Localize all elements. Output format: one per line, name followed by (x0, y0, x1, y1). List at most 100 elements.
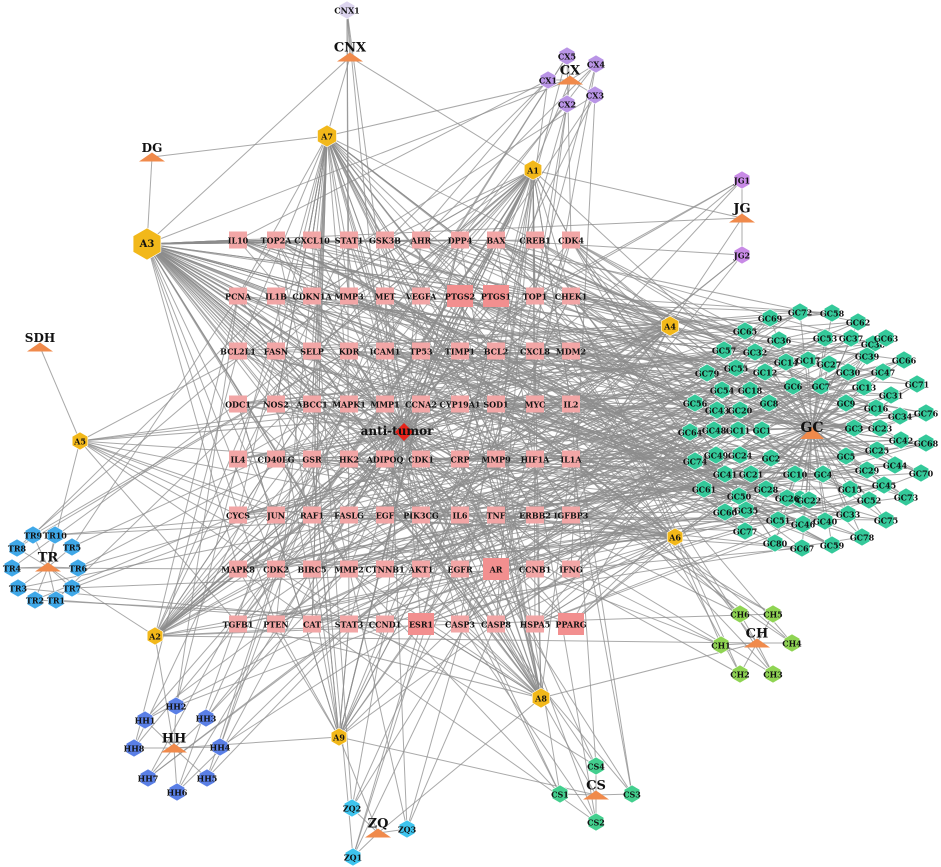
target-label: ICAM1 (370, 347, 401, 357)
herb-label: DG (142, 141, 163, 155)
ingredient-label: CS1 (551, 790, 569, 800)
edge (570, 458, 633, 795)
target-label: PTGS2 (445, 292, 475, 302)
edge (237, 431, 405, 516)
target-node-ctnnb1: CTNNB1 (365, 560, 405, 578)
ingredient-label: CS4 (587, 762, 605, 772)
ingredient-hexagon (9, 578, 27, 598)
ingredient-label: CH5 (763, 610, 783, 620)
target-label: VEGFA (405, 292, 437, 302)
edge (348, 179, 743, 405)
target-square (483, 558, 509, 580)
ingredient-hexagon (167, 696, 185, 716)
ingredient-label: GC11 (726, 426, 750, 436)
edge (275, 431, 405, 516)
target-node-ptgs2: PTGS2 (445, 285, 475, 307)
target-square (562, 450, 580, 468)
edge (16, 295, 313, 549)
ingredient-hexagon (712, 635, 730, 655)
target-square (303, 342, 321, 360)
edge (275, 403, 405, 433)
ingredient-hexagon (837, 446, 855, 466)
ingredient-node-hh6: HH6 (167, 782, 188, 802)
ingredient-hexagon (757, 479, 775, 499)
ingredient-hexagon (764, 604, 782, 624)
target-square (340, 615, 358, 633)
ingredient-label: GC41 (713, 470, 737, 480)
ingredient-hexagon (558, 46, 576, 66)
ingredient-label: GC9 (837, 399, 856, 409)
edge (71, 239, 277, 548)
edge (403, 431, 497, 460)
ingredient-node-a4: A4 (660, 315, 680, 337)
target-node-abcc1: ABCC1 (295, 395, 328, 413)
edge (146, 243, 239, 297)
target-square (447, 285, 473, 307)
target-square (229, 395, 247, 413)
ingredient-node-zq3: ZQ3 (398, 819, 417, 839)
target-label: ODC1 (225, 400, 251, 410)
edge (532, 169, 572, 297)
ingredient-node-gc78: GC78 (850, 527, 875, 547)
edge (420, 349, 725, 405)
ingredient-node-gc76: GC76 (914, 403, 939, 423)
edge (566, 55, 572, 241)
edge (311, 488, 767, 570)
target-node-hspa5: HSPA5 (520, 615, 550, 633)
edge (403, 295, 572, 433)
ingredient-label: CH4 (782, 639, 802, 649)
ingredient-hexagon (47, 590, 65, 610)
target-square (376, 342, 394, 360)
ingredient-label: GC66 (892, 356, 917, 366)
edge (403, 431, 497, 516)
edge (146, 243, 313, 297)
target-node-ccna2: CCNA2 (405, 395, 437, 413)
edge (420, 403, 774, 615)
ingredient-hexagon (125, 738, 143, 758)
ingredient-label: GC57 (712, 346, 736, 356)
target-square (376, 231, 394, 249)
edge (275, 239, 408, 830)
ingredient-label: GC72 (788, 308, 812, 318)
ingredient-node-zq2: ZQ2 (343, 798, 361, 818)
edge (311, 403, 405, 433)
target-square (229, 450, 247, 468)
edge (540, 458, 572, 699)
ingredient-node-hh4: HH4 (210, 737, 231, 757)
ingredient-hexagon (716, 502, 734, 522)
edge (384, 389, 723, 460)
ingredient-hexagon (707, 445, 725, 465)
edge (403, 431, 536, 460)
edge (146, 243, 277, 516)
ingredient-node-gc21: GC21 (739, 464, 763, 484)
ingredient-node-gc74: GC74 (683, 451, 708, 471)
ingredient-label: CS3 (623, 790, 641, 800)
ingredient-node-gc65: GC65 (733, 321, 757, 341)
ingredient-node-hh8: HH8 (124, 738, 145, 758)
ingredient-hexagon (741, 380, 759, 400)
herb-triangle (161, 743, 187, 753)
edge (237, 389, 723, 570)
edge (384, 431, 405, 570)
target-square (451, 560, 469, 578)
target-label: AKT1 (408, 565, 434, 575)
target-square (340, 231, 358, 249)
target-label: TP53 (409, 347, 433, 357)
edge (175, 458, 239, 707)
ingredient-label: GC58 (820, 309, 845, 319)
ingredient-hexagon (666, 527, 684, 547)
target-label: GSR (302, 455, 322, 465)
ingredient-label: A7 (320, 132, 333, 142)
edge (326, 135, 422, 460)
ingredient-label: GC40 (813, 517, 838, 527)
ingredient-label: GC12 (753, 368, 777, 378)
ingredient-hexagon (892, 430, 910, 450)
edge (275, 79, 549, 352)
ingredient-hexagon (737, 500, 755, 520)
ingredient-node-gc53: GC53 (813, 328, 838, 348)
edge (77, 350, 497, 569)
ingredient-node-gc11: GC11 (726, 420, 750, 440)
ingredient-label: ZQ2 (343, 804, 361, 814)
edge (348, 295, 833, 546)
ingredient-label: GC38 (861, 340, 886, 350)
